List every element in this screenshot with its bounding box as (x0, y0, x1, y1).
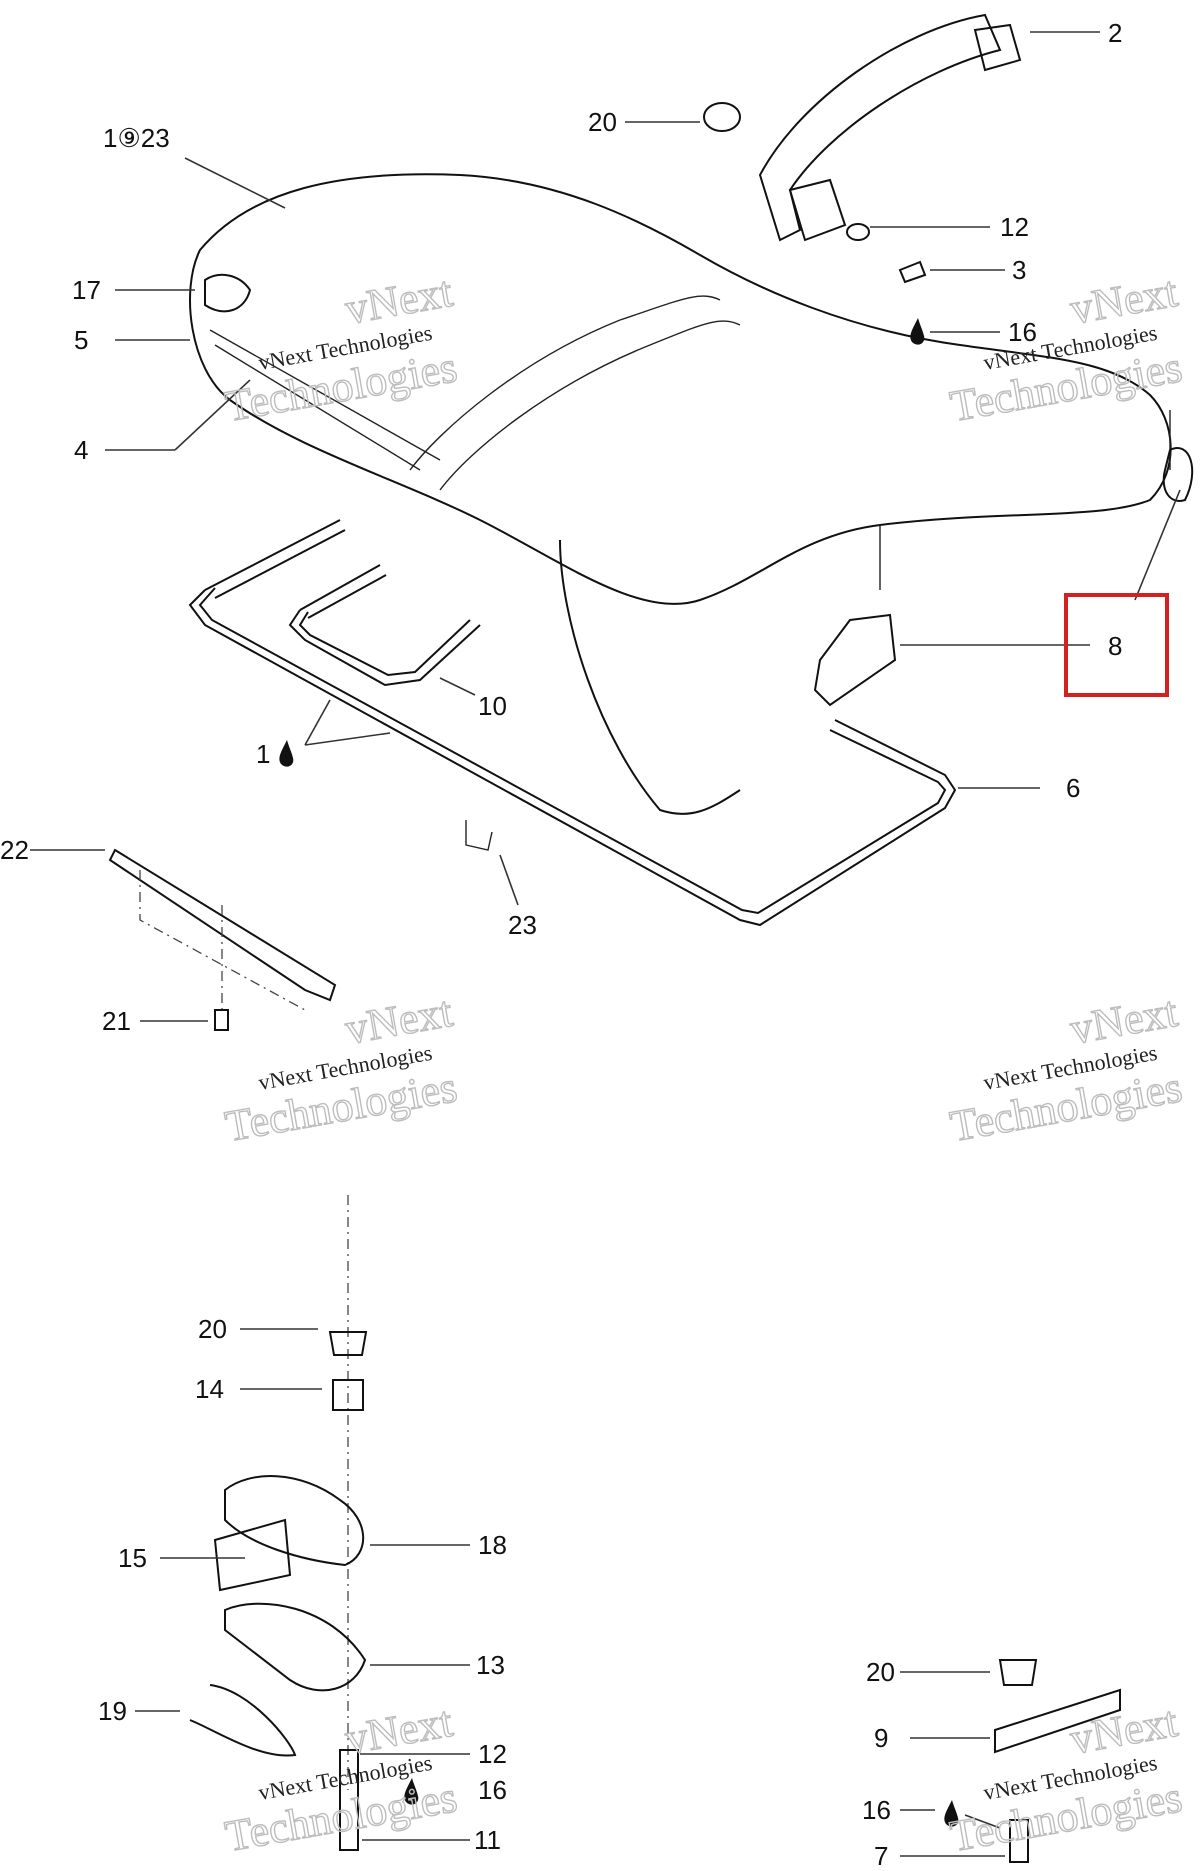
leader-lines (30, 31, 1181, 1857)
callout-12b: 12 (478, 1739, 507, 1769)
plate-18 (224, 1475, 365, 1567)
callout-11: 11 (474, 1825, 501, 1855)
drop-icon (910, 318, 925, 345)
highlight-box (1064, 593, 1169, 697)
strip-22 (108, 848, 337, 1011)
bolt-21 (214, 1009, 229, 1031)
callout-20c: 20 (866, 1657, 895, 1687)
watermark-6: vNext vNext Technologies Technologies (946, 1696, 1186, 1862)
callout-20b: 20 (198, 1314, 227, 1344)
callout-16b: 16 (478, 1775, 507, 1805)
drop-icon (944, 1800, 959, 1827)
watermark-1: vNext vNext Technologies Technologies (221, 266, 461, 432)
bracket-assembly (994, 1659, 1121, 1863)
watermark-2: vNext vNext Technologies Technologies (946, 266, 1186, 432)
screw-3 (898, 260, 927, 284)
callout-20: 20 (588, 107, 617, 137)
bracket-9 (994, 1688, 1121, 1754)
callout-16: 16 (1008, 317, 1037, 347)
drop-icon (404, 1778, 419, 1805)
callout-2: 2 (1108, 18, 1122, 48)
bolt-11 (339, 1749, 359, 1851)
grab-handle (758, 13, 1022, 242)
latch-15 (213, 1518, 292, 1592)
svg-text:vNext: vNext (1067, 267, 1181, 334)
callout-16c: 16 (862, 1795, 891, 1825)
callout-labels: 2 20 1⑨23 12 3 17 16 5 4 8 10 1 6 22 23 … (0, 18, 1122, 1871)
callout-6: 6 (1066, 773, 1080, 803)
svg-text:vNext: vNext (342, 267, 456, 334)
callout-4: 4 (74, 435, 88, 465)
watermark-5: vNext vNext Technologies Technologies (221, 1696, 461, 1862)
callout-19: 19 (98, 1696, 127, 1726)
svg-text:vNext: vNext (342, 987, 456, 1054)
opening-23 (465, 820, 493, 851)
callout-3: 3 (1012, 255, 1026, 285)
callout-10: 10 (478, 691, 507, 721)
callout-17: 17 (72, 275, 101, 305)
washer-12 (846, 223, 870, 241)
seat-frame (188, 519, 957, 927)
watermark-3: vNext vNext Technologies Technologies (221, 986, 461, 1152)
cap-20c (998, 1659, 1038, 1686)
callout-22: 22 (0, 835, 29, 865)
bolt-7 (1009, 1819, 1029, 1863)
callout-12: 12 (1000, 212, 1029, 242)
housing-13 (224, 1602, 367, 1692)
callout-13: 13 (476, 1650, 505, 1680)
callout-5: 5 (74, 325, 88, 355)
svg-text:vNext: vNext (1067, 1697, 1181, 1764)
latch-stack (189, 1195, 368, 1851)
drop-icon (279, 740, 294, 767)
cap-20 (703, 102, 741, 132)
callout-8: 8 (1108, 631, 1122, 661)
seat-assembly (189, 173, 1194, 815)
callout-23: 23 (508, 910, 537, 940)
svg-text:vNext: vNext (1067, 987, 1181, 1054)
callout-1: 1 (256, 739, 270, 769)
spacer-14 (332, 1379, 364, 1411)
watermark-4: vNext vNext Technologies Technologies (946, 986, 1186, 1152)
callout-9: 9 (874, 1723, 888, 1753)
callout-seat-assembly: 1⑨23 (103, 123, 170, 153)
callout-7: 7 (874, 1841, 888, 1871)
callout-21: 21 (102, 1006, 131, 1036)
callout-14: 14 (195, 1374, 224, 1404)
callout-15: 15 (118, 1543, 147, 1573)
cap-20b (328, 1331, 368, 1356)
clip-19 (189, 1684, 297, 1757)
callout-18: 18 (478, 1530, 507, 1560)
